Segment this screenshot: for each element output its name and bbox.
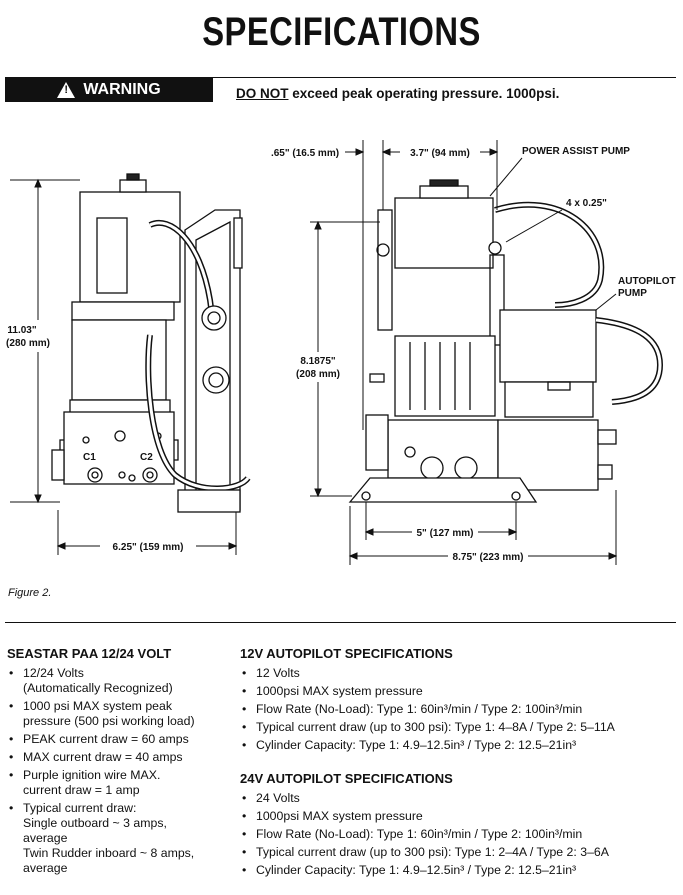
list-item: 1000psi MAX system pressure xyxy=(240,809,680,824)
label-height-right-mm: (208 mm) xyxy=(296,369,340,380)
figure-caption: Figure 2. xyxy=(8,587,52,599)
list-item: Purple ignition wire MAX.current draw = … xyxy=(7,768,232,798)
list-item: 1000psi MAX system pressure xyxy=(240,684,680,699)
warning-message: exceed peak operating pressure. 1000psi. xyxy=(288,86,560,101)
label-power-assist: POWER ASSIST PUMP xyxy=(522,146,630,157)
list-item: Flow Rate (No-Load): Type 1: 60in³/min /… xyxy=(240,827,680,842)
label-height-left-mm: (280 mm) xyxy=(6,338,50,349)
label-height-left: 11.03" xyxy=(7,325,36,336)
autopilot-specs: 12V AUTOPILOT SPECIFICATIONS 12 Volts 10… xyxy=(240,646,680,881)
side-view-pump xyxy=(51,173,251,513)
list-item: 12/24 Volts(Automatically Recognized) xyxy=(7,666,232,696)
label-width-top: 3.7" (94 mm) xyxy=(410,148,470,159)
seastar-heading: SEASTAR PAA 12/24 VOLT xyxy=(7,646,172,661)
list-item: Typical current draw (up to 300 psi): Ty… xyxy=(240,845,680,860)
warning-text: DO NOT exceed peak operating pressure. 1… xyxy=(236,86,559,101)
seastar-list: 12/24 Volts(Automatically Recognized) 10… xyxy=(7,666,232,876)
warning-rule xyxy=(213,77,676,78)
label-port-c2: C2 xyxy=(140,452,153,463)
label-autopilot: AUTOPILOT xyxy=(618,276,676,287)
list-item: 12 Volts xyxy=(240,666,680,681)
spec24-list: 24 Volts 1000psi MAX system pressure Flo… xyxy=(240,791,680,878)
warning-emphasis: DO NOT xyxy=(236,86,289,101)
label-base-width: 5" (127 mm) xyxy=(417,528,474,539)
warning-icon: ! xyxy=(57,81,76,98)
list-item: Cylinder Capacity: Type 1: 4.9–12.5in³ /… xyxy=(240,738,680,753)
section-rule xyxy=(5,622,676,623)
list-item: 24 Volts xyxy=(240,791,680,806)
spec24-heading: 24V AUTOPILOT SPECIFICATIONS xyxy=(240,771,453,786)
label-width-left: 6.25" (159 mm) xyxy=(113,542,184,553)
list-item: Cylinder Capacity: Type 1: 4.9–12.5in³ /… xyxy=(240,863,680,878)
list-item: MAX current draw = 40 amps xyxy=(7,750,232,765)
label-height-right: 8.1875" xyxy=(300,356,336,367)
seastar-section: SEASTAR PAA 12/24 VOLT 12/24 Volts(Autom… xyxy=(7,646,232,879)
spec12-list: 12 Volts 1000psi MAX system pressure Flo… xyxy=(240,666,680,753)
pump-diagram: 11.03" (280 mm) 6.25" (159 mm) .65" (16.… xyxy=(6,140,676,565)
label-bolts: 4 x 0.25" xyxy=(566,198,607,209)
list-item: Flow Rate (No-Load): Type 1: 60in³/min /… xyxy=(240,702,680,717)
front-view-pump xyxy=(348,179,664,503)
list-item: Typical current draw (up to 300 psi): Ty… xyxy=(240,720,680,735)
label-port-c1: C1 xyxy=(83,452,96,463)
warning-label: WARNING xyxy=(83,80,161,98)
page-title: SPECIFICATIONS xyxy=(202,10,481,54)
spec12-heading: 12V AUTOPILOT SPECIFICATIONS xyxy=(240,646,453,661)
label-total-width: 8.75" (223 mm) xyxy=(453,552,524,563)
label-offset: .65" (16.5 mm) xyxy=(271,148,339,159)
list-item: PEAK current draw = 60 amps xyxy=(7,732,232,747)
label-autopilot-pump: PUMP xyxy=(618,288,647,299)
warning-badge: ! WARNING xyxy=(5,77,213,102)
list-item: Typical current draw:Single outboard ~ 3… xyxy=(7,801,232,876)
